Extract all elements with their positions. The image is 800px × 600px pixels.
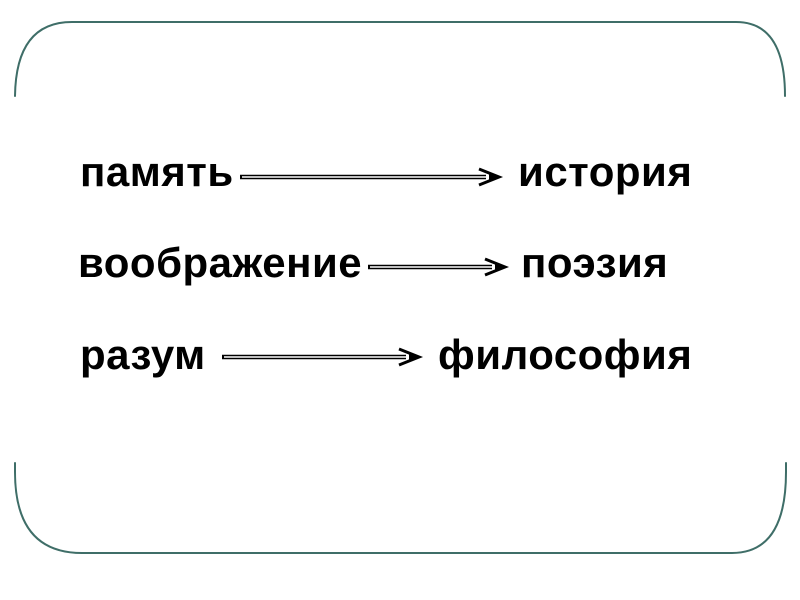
diagram-term-history: история: [518, 148, 693, 195]
frame-bottom-border: [14, 462, 787, 554]
diagram-term-memory: память: [80, 148, 234, 195]
arrow-imagination-to-poetry-icon: [368, 257, 510, 277]
diagram-term-philosophy: философия: [438, 331, 693, 378]
frame-top-border: [14, 21, 786, 97]
arrow-reason-to-philosophy-icon: [222, 347, 424, 367]
diagram-term-reason: разум: [80, 331, 206, 378]
diagram-term-poetry: поэзия: [521, 239, 669, 286]
arrow-memory-to-history-icon: [240, 167, 504, 187]
diagram-term-imagination: воображение: [78, 239, 363, 286]
